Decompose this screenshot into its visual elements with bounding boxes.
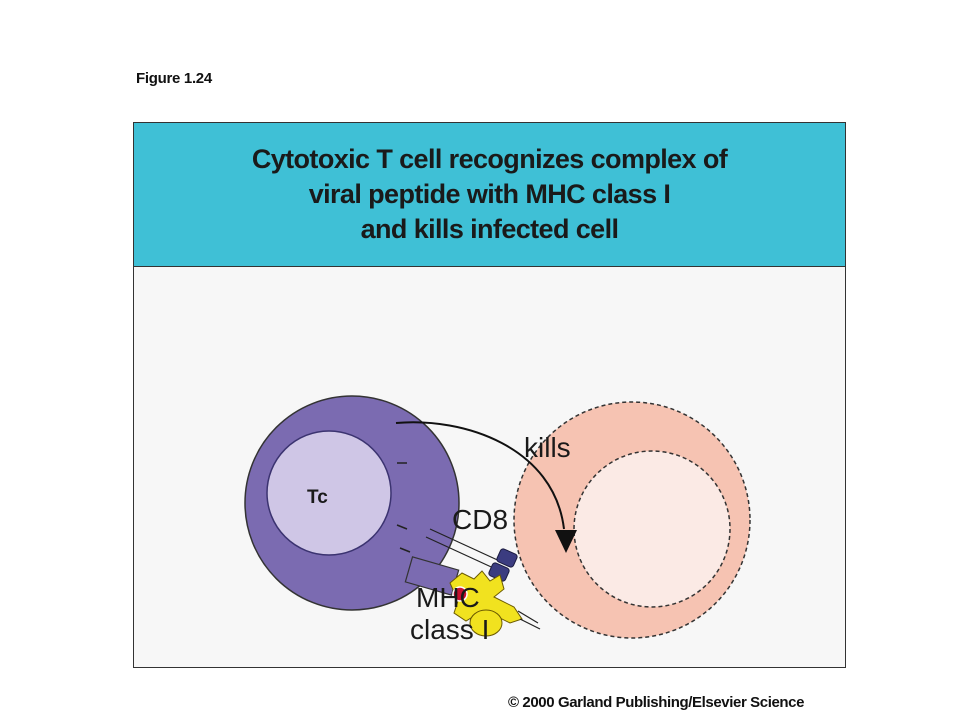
infected-cell-nucleus xyxy=(573,450,731,608)
figure-header: Cytotoxic T cell recognizes complex of v… xyxy=(134,123,845,267)
cd8-stalk-2 xyxy=(425,536,501,572)
figure-label: Figure 1.24 xyxy=(136,70,212,87)
tc-label: Tc xyxy=(307,487,328,508)
diagram-canvas: Tc xyxy=(244,395,751,645)
cd8-stalk-1 xyxy=(429,528,505,564)
cd8-label: CD8 xyxy=(452,504,508,535)
mhc-label-line1: MHC xyxy=(416,582,480,613)
kills-arrowhead-icon xyxy=(555,530,577,553)
mhc-alpha-chain xyxy=(449,570,523,624)
cytotoxic-t-cell: Tc xyxy=(244,395,460,611)
t-cell-nucleus xyxy=(266,430,392,556)
copyright-notice: © 2000 Garland Publishing/Elsevier Scien… xyxy=(508,694,805,711)
header-line-2: viral peptide with MHC class I xyxy=(308,179,671,209)
cd8-domain-1 xyxy=(496,548,518,568)
header-line-1: Cytotoxic T cell recognizes complex of xyxy=(251,144,728,174)
mhc-class-i-molecule xyxy=(449,570,523,637)
kills-label: kills xyxy=(524,432,571,463)
cd8-coreceptor xyxy=(425,528,518,582)
viral-peptide-icon xyxy=(452,586,468,602)
mhc-label-line2: class I xyxy=(410,614,489,645)
mhc-membrane-stalks xyxy=(517,610,541,630)
kills-arrow xyxy=(395,421,577,553)
t-cell-membrane-ticks xyxy=(396,462,411,553)
header-line-3: and kills infected cell xyxy=(360,214,619,244)
beta2-microglobulin xyxy=(469,609,503,637)
kills-arrow-curve xyxy=(395,421,565,530)
infected-cell xyxy=(513,401,751,639)
figure-panel: Cytotoxic T cell recognizes complex of v… xyxy=(133,122,846,668)
